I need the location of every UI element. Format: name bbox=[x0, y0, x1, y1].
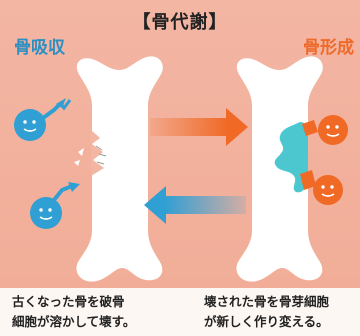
right-bone-icon bbox=[236, 56, 322, 281]
arrow-left-icon bbox=[144, 186, 246, 224]
left-bone-icon bbox=[74, 56, 163, 281]
bone-formation-caption: 壊された骨を骨芽細胞 が新しく作り変える。 bbox=[204, 292, 360, 332]
diagram-graphic bbox=[0, 0, 360, 288]
osteoclast-cell-icon-bottom bbox=[30, 182, 80, 229]
bone-resorption-caption: 古くなった骨を破骨 細胞が溶かして壊す。 bbox=[12, 292, 177, 332]
osteoblast-cell-icon-top bbox=[302, 115, 348, 145]
osteoclast-cell-icon-top bbox=[14, 98, 70, 141]
arrow-right-icon bbox=[150, 108, 248, 146]
